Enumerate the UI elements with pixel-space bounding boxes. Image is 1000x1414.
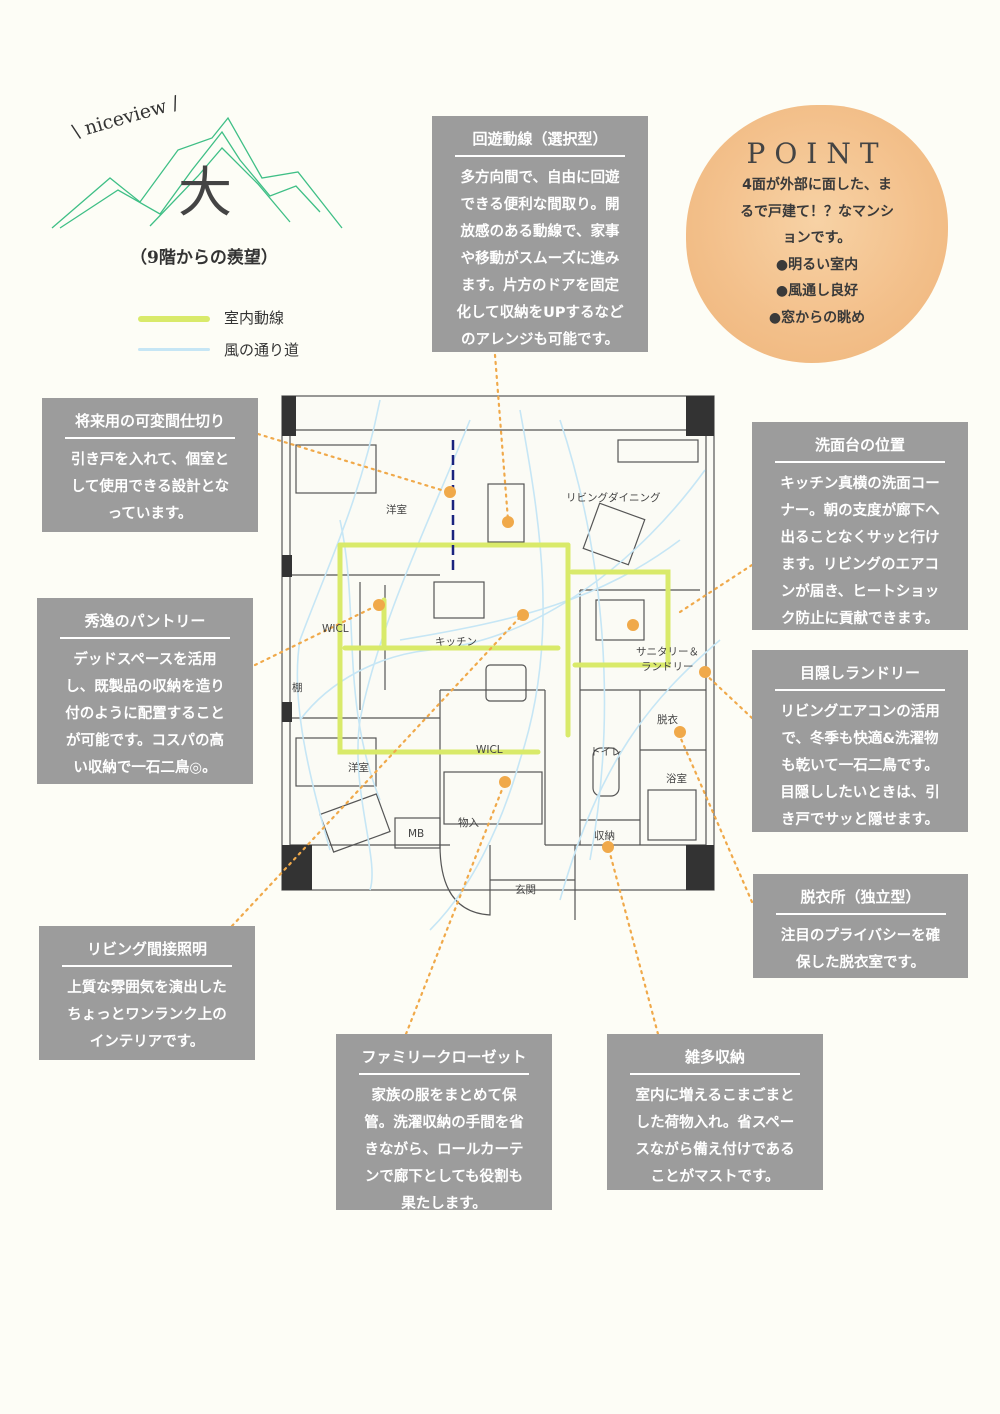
card-line: し、既製品の収納を造り <box>65 679 225 695</box>
point-line: 4面が外部に面した、ま <box>742 177 892 193</box>
card-line: 上質な雰囲気を演出した <box>67 980 227 996</box>
card-line: 管。洗濯収納の手間を省 <box>364 1115 524 1131</box>
card-line: も乾いて一石二鳥です。 <box>781 758 939 774</box>
card-line: デッドスペースを活用 <box>73 652 217 668</box>
card-line: インテリアです。 <box>89 1034 205 1050</box>
card-line: 注目のプライバシーを確 <box>780 928 941 944</box>
card-line: 化して収納をUPするなど <box>456 305 624 321</box>
card-line: ことがマストです。 <box>650 1169 780 1185</box>
legend-swatch-flow <box>138 316 210 322</box>
card-laundry: 目隠しランドリー リビングエアコンの活用 で、冬季も快適&洗濯物 も乾いて一石二… <box>752 650 968 832</box>
card-line: 多方向間で、自由に回遊 <box>460 170 620 186</box>
card-line: き戸でサッと隠せます。 <box>780 812 940 828</box>
card-line: して使用できる設計とな <box>70 479 230 495</box>
card-line: リビングエアコンの活用 <box>780 704 940 720</box>
card-shorai: 将来用の可変間仕切り 引き戸を入れて、個室と して使用できる設計とな っています… <box>42 398 258 532</box>
card-title: 目隠しランドリー <box>799 664 920 682</box>
card-line: した荷物入れ。省スペー <box>635 1115 795 1131</box>
card-line: できる便利な間取り。開 <box>460 197 620 213</box>
card-title: 洗面台の位置 <box>814 436 905 454</box>
card-zatta: 雑多収納 室内に増えるこまごまと した荷物入れ。省スペー スながら備え付けである… <box>607 1034 823 1190</box>
card-line: スながら備え付けである <box>635 1142 795 1158</box>
card-title: 将来用の可変間仕切り <box>74 412 225 430</box>
card-line: 放感のある動線で、家事 <box>460 224 620 240</box>
card-line: ンで廊下としても役割も <box>364 1169 524 1185</box>
card-line: キッチン真横の洗面コー <box>780 476 940 492</box>
card-line: 目隠ししたいときは、引 <box>780 785 940 801</box>
point-line: ●明るい室内 <box>775 256 859 273</box>
mountain-logo-icon <box>51 116 343 229</box>
card-senmen: 洗面台の位置 キッチン真横の洗面コー ナー。朝の支度が廊下へ 出ることなくサッと… <box>752 422 968 630</box>
card-line: っています。 <box>107 506 193 522</box>
card-kaiyu: 回遊動線（選択型） 多方向間で、自由に回遊 できる便利な間取り。開 放感のある動… <box>432 116 648 352</box>
brand-subtitle: （9階からの羨望） <box>130 248 278 268</box>
card-line: 家族の服をまとめて保 <box>371 1088 517 1104</box>
room-label-yokushitsu: 浴室 <box>666 773 687 785</box>
floor-plan <box>281 395 715 920</box>
wind-flow-lines <box>296 399 721 931</box>
point-line: るで戸建て！？なマンシ <box>740 203 894 220</box>
card-title: ファミリークローゼット <box>361 1048 527 1066</box>
card-title: リビング間接照明 <box>86 940 207 958</box>
room-label-youshitsu-bottom: 洋室 <box>348 762 369 774</box>
room-label-kitchen: キッチン <box>435 636 477 648</box>
room-label-sanitary-2: ランドリー <box>641 661 694 673</box>
card-line: 付のように配置すること <box>65 706 225 722</box>
leader-dots <box>373 486 711 853</box>
room-label-sanitary-1: サニタリー＆ <box>636 646 699 658</box>
card-title: 脱衣所（独立型） <box>800 888 921 906</box>
legend-label-flow: 室内動線 <box>224 309 285 327</box>
room-label-genkan: 玄関 <box>515 884 536 896</box>
card-line: 室内に増えるこまごまと <box>635 1088 795 1104</box>
card-line: 出ることなくサッと行け <box>780 530 940 546</box>
room-label-monoire: 物入 <box>458 817 479 829</box>
point-line: ●窓からの眺め <box>768 309 866 326</box>
card-line: や移動がスムーズに進み <box>460 251 620 267</box>
legend-swatch-wind <box>138 348 210 351</box>
card-line: が可能です。コスパの高 <box>65 733 225 749</box>
legend-label-wind: 風の通り道 <box>224 341 300 359</box>
card-line: ちょっとワンランク上の <box>67 1007 227 1023</box>
card-line: きながら、ロールカーテ <box>364 1142 524 1158</box>
card-line: で、冬季も快適&洗濯物 <box>781 731 939 747</box>
room-label-wicl-bottom: WICL <box>476 744 503 756</box>
point-badge: POINT 4面が外部に面した、ま るで戸建て！？なマンシ ョンです。 ●明るい… <box>686 105 948 363</box>
card-line: 果たします。 <box>401 1196 487 1212</box>
room-label-mb: MB <box>408 828 425 840</box>
wall-blocks <box>282 396 714 890</box>
point-line: ョンです。 <box>782 230 852 246</box>
card-line: ます。リビングのエアコ <box>780 557 940 573</box>
card-line: 保した脱衣室です。 <box>795 955 926 971</box>
room-label-shuno: 収納 <box>594 830 615 842</box>
card-line: ク防止に貢献できます。 <box>780 611 940 627</box>
card-line: のアレンジも可能です。 <box>460 332 620 348</box>
card-family: ファミリークローゼット 家族の服をまとめて保 管。洗濯収納の手間を省 きながら、… <box>336 1034 552 1212</box>
card-line: 引き戸を入れて、個室と <box>70 452 230 468</box>
point-line: ●風通し良好 <box>775 283 859 299</box>
room-label-datsui: 脱衣 <box>657 714 678 726</box>
card-line: い収納で一石二鳥◎。 <box>73 760 217 776</box>
card-title: 秀逸のパントリー <box>84 612 206 630</box>
card-title: 雑多収納 <box>684 1048 745 1066</box>
room-label-living: リビングダイニング <box>566 492 661 504</box>
card-line: ます。片方のドアを固定 <box>460 278 620 294</box>
leader-lines <box>230 353 754 1036</box>
point-title: POINT <box>746 137 888 170</box>
room-label-wicl-left: WICL <box>322 623 349 635</box>
card-shomei: リビング間接照明 上質な雰囲気を演出した ちょっとワンランク上の インテリアです… <box>39 926 255 1060</box>
room-label-tana: 棚 <box>292 682 303 694</box>
room-label-toilet: トイレ <box>590 746 622 758</box>
card-title: 回遊動線（選択型） <box>472 130 608 148</box>
card-line: ナー。朝の支度が廊下へ <box>780 503 940 519</box>
card-datsuijo: 脱衣所（独立型） 注目のプライバシーを確 保した脱衣室です。 <box>753 874 968 978</box>
brand-kanji: 大 <box>178 161 232 224</box>
room-label-youshitsu-top: 洋室 <box>386 504 407 516</box>
card-line: ンが届き、ヒートショッ <box>780 584 940 600</box>
card-pantry: 秀逸のパントリー デッドスペースを活用 し、既製品の収納を造り 付のように配置す… <box>37 598 253 784</box>
